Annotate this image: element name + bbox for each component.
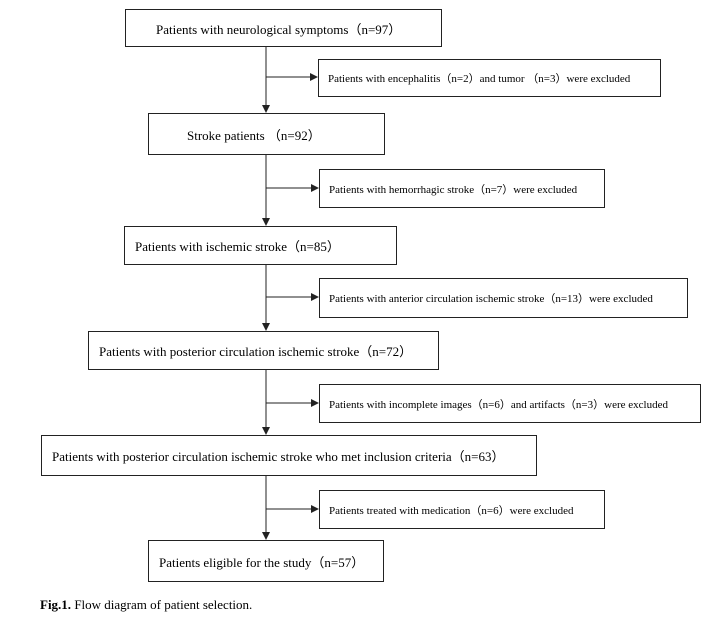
box-excluded-encephalitis-tumor: Patients with encephalitis（n=2）and tumor…	[318, 59, 661, 97]
box-excluded-incomplete-artifacts: Patients with incomplete images（n=6）and …	[319, 384, 701, 423]
box-excluded-anterior-circulation: Patients with anterior circulation ische…	[319, 278, 688, 318]
box-posterior-circulation-stroke: Patients with posterior circulation isch…	[88, 331, 439, 370]
box-eligible-for-study: Patients eligible for the study（n=57）	[148, 540, 384, 582]
figure-caption-text: Flow diagram of patient selection.	[71, 597, 253, 612]
box-stroke-patients: Stroke patients （n=92）	[148, 113, 385, 155]
box-excluded-medication: Patients treated with medication（n=6）wer…	[319, 490, 605, 529]
figure-caption: Fig.1. Flow diagram of patient selection…	[40, 597, 252, 613]
box-ischemic-stroke: Patients with ischemic stroke（n=85）	[124, 226, 397, 265]
box-excluded-hemorrhagic: Patients with hemorrhagic stroke（n=7）wer…	[319, 169, 605, 208]
box-met-inclusion-criteria: Patients with posterior circulation isch…	[41, 435, 537, 476]
box-neurological-symptoms: Patients with neurological symptoms（n=97…	[125, 9, 442, 47]
figure-caption-label: Fig.1.	[40, 597, 72, 612]
